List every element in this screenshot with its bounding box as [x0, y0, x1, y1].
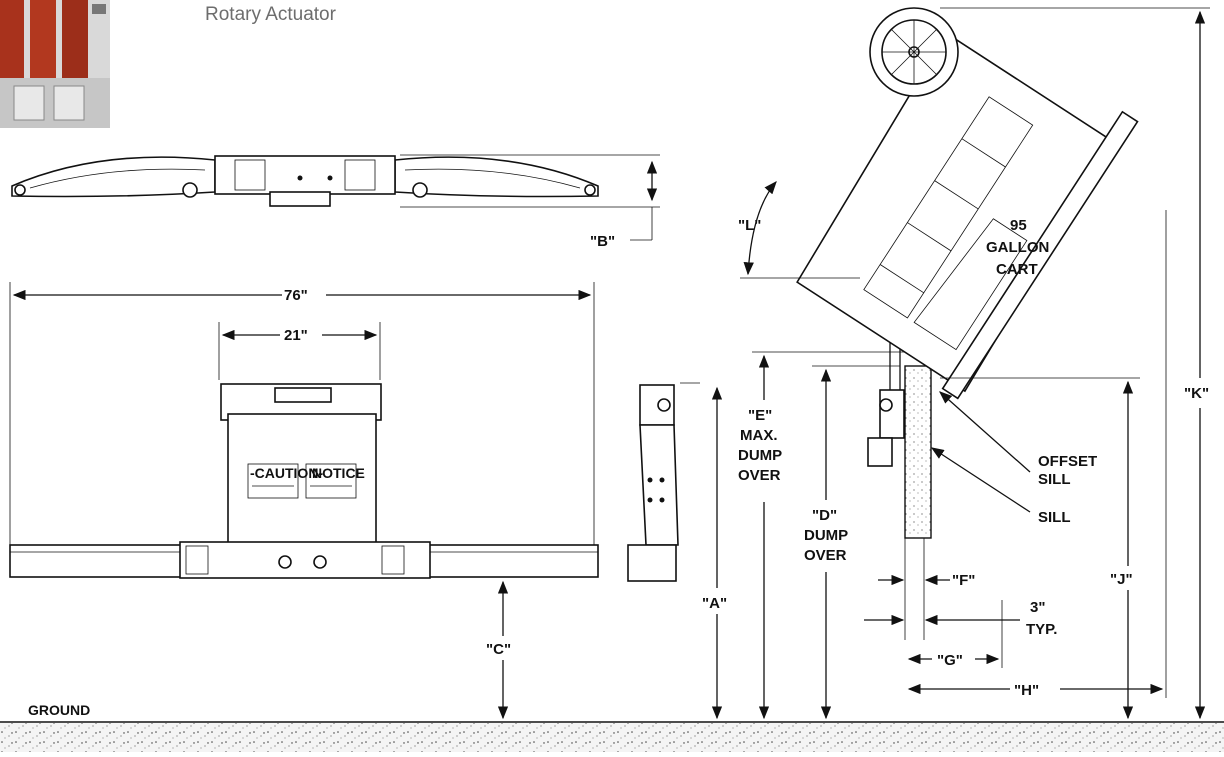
dimension-d: "D" DUMP OVER	[804, 365, 900, 720]
dimension-e: "E" MAX. DUMP OVER	[738, 351, 935, 720]
dimension-k: "K"	[940, 7, 1210, 720]
label-d-2: DUMP	[804, 527, 848, 544]
label-76: 76"	[284, 287, 308, 304]
actuator-photo	[0, 0, 110, 128]
label-f: "F"	[952, 572, 975, 589]
label-k: "K"	[1184, 385, 1209, 402]
label-d-1: "D"	[812, 507, 837, 524]
label-c: "C"	[486, 641, 511, 658]
label-e-4: OVER	[738, 467, 781, 484]
sill-callouts: OFFSET SILL SILL	[930, 391, 1097, 526]
label-h: "H"	[1014, 682, 1039, 699]
top-view	[11, 155, 599, 207]
cart-label-3: CART	[996, 261, 1038, 278]
label-d-3: OVER	[804, 547, 847, 564]
dimension-h: "H"	[907, 210, 1167, 699]
lift-mechanism	[867, 330, 905, 467]
label-e-1: "E"	[748, 407, 772, 424]
cart-label-2: GALLON	[986, 239, 1049, 256]
dimension-a: "A"	[702, 386, 727, 720]
notice-label: NOTICE	[312, 465, 365, 481]
caption: Rotary Actuator	[205, 4, 336, 25]
caution-label: -CAUTION-	[250, 465, 323, 481]
label-l: "L"	[738, 217, 761, 234]
label-21: 21"	[284, 327, 308, 344]
label-j: "J"	[1110, 571, 1133, 588]
dimension-3-typ: 3" TYP.	[864, 599, 1057, 638]
ground: GROUND	[0, 702, 1224, 752]
front-view: -CAUTION- NOTICE	[9, 383, 599, 579]
dimension-g: "G"	[907, 600, 1003, 669]
dimension-c: "C"	[486, 580, 511, 720]
typ-label-1: 3"	[1030, 599, 1045, 616]
dimension-21: 21"	[218, 322, 381, 380]
dimension-f: "F"	[878, 572, 975, 589]
side-view	[627, 382, 700, 582]
dimension-76: 76"	[9, 282, 595, 545]
cart	[796, 32, 1139, 400]
typ-label-2: TYP.	[1026, 621, 1057, 638]
cart-label-1: 95	[1010, 217, 1027, 234]
cart-wheel-icon	[869, 7, 959, 97]
dimension-b: "B"	[400, 154, 660, 250]
label-a: "A"	[702, 595, 727, 612]
ground-label: GROUND	[28, 702, 90, 718]
sill-label: SILL	[1038, 509, 1071, 526]
label-g: "G"	[937, 652, 963, 669]
dimension-j: "J"	[940, 377, 1140, 720]
label-b: "B"	[590, 233, 615, 250]
offset-sill-label-2: SILL	[1038, 471, 1071, 488]
offset-sill-label-1: OFFSET	[1038, 453, 1097, 470]
label-e-3: DUMP	[738, 447, 782, 464]
dimension-l: "L"	[738, 181, 860, 279]
label-e-2: MAX.	[740, 427, 778, 444]
sill	[904, 365, 932, 640]
